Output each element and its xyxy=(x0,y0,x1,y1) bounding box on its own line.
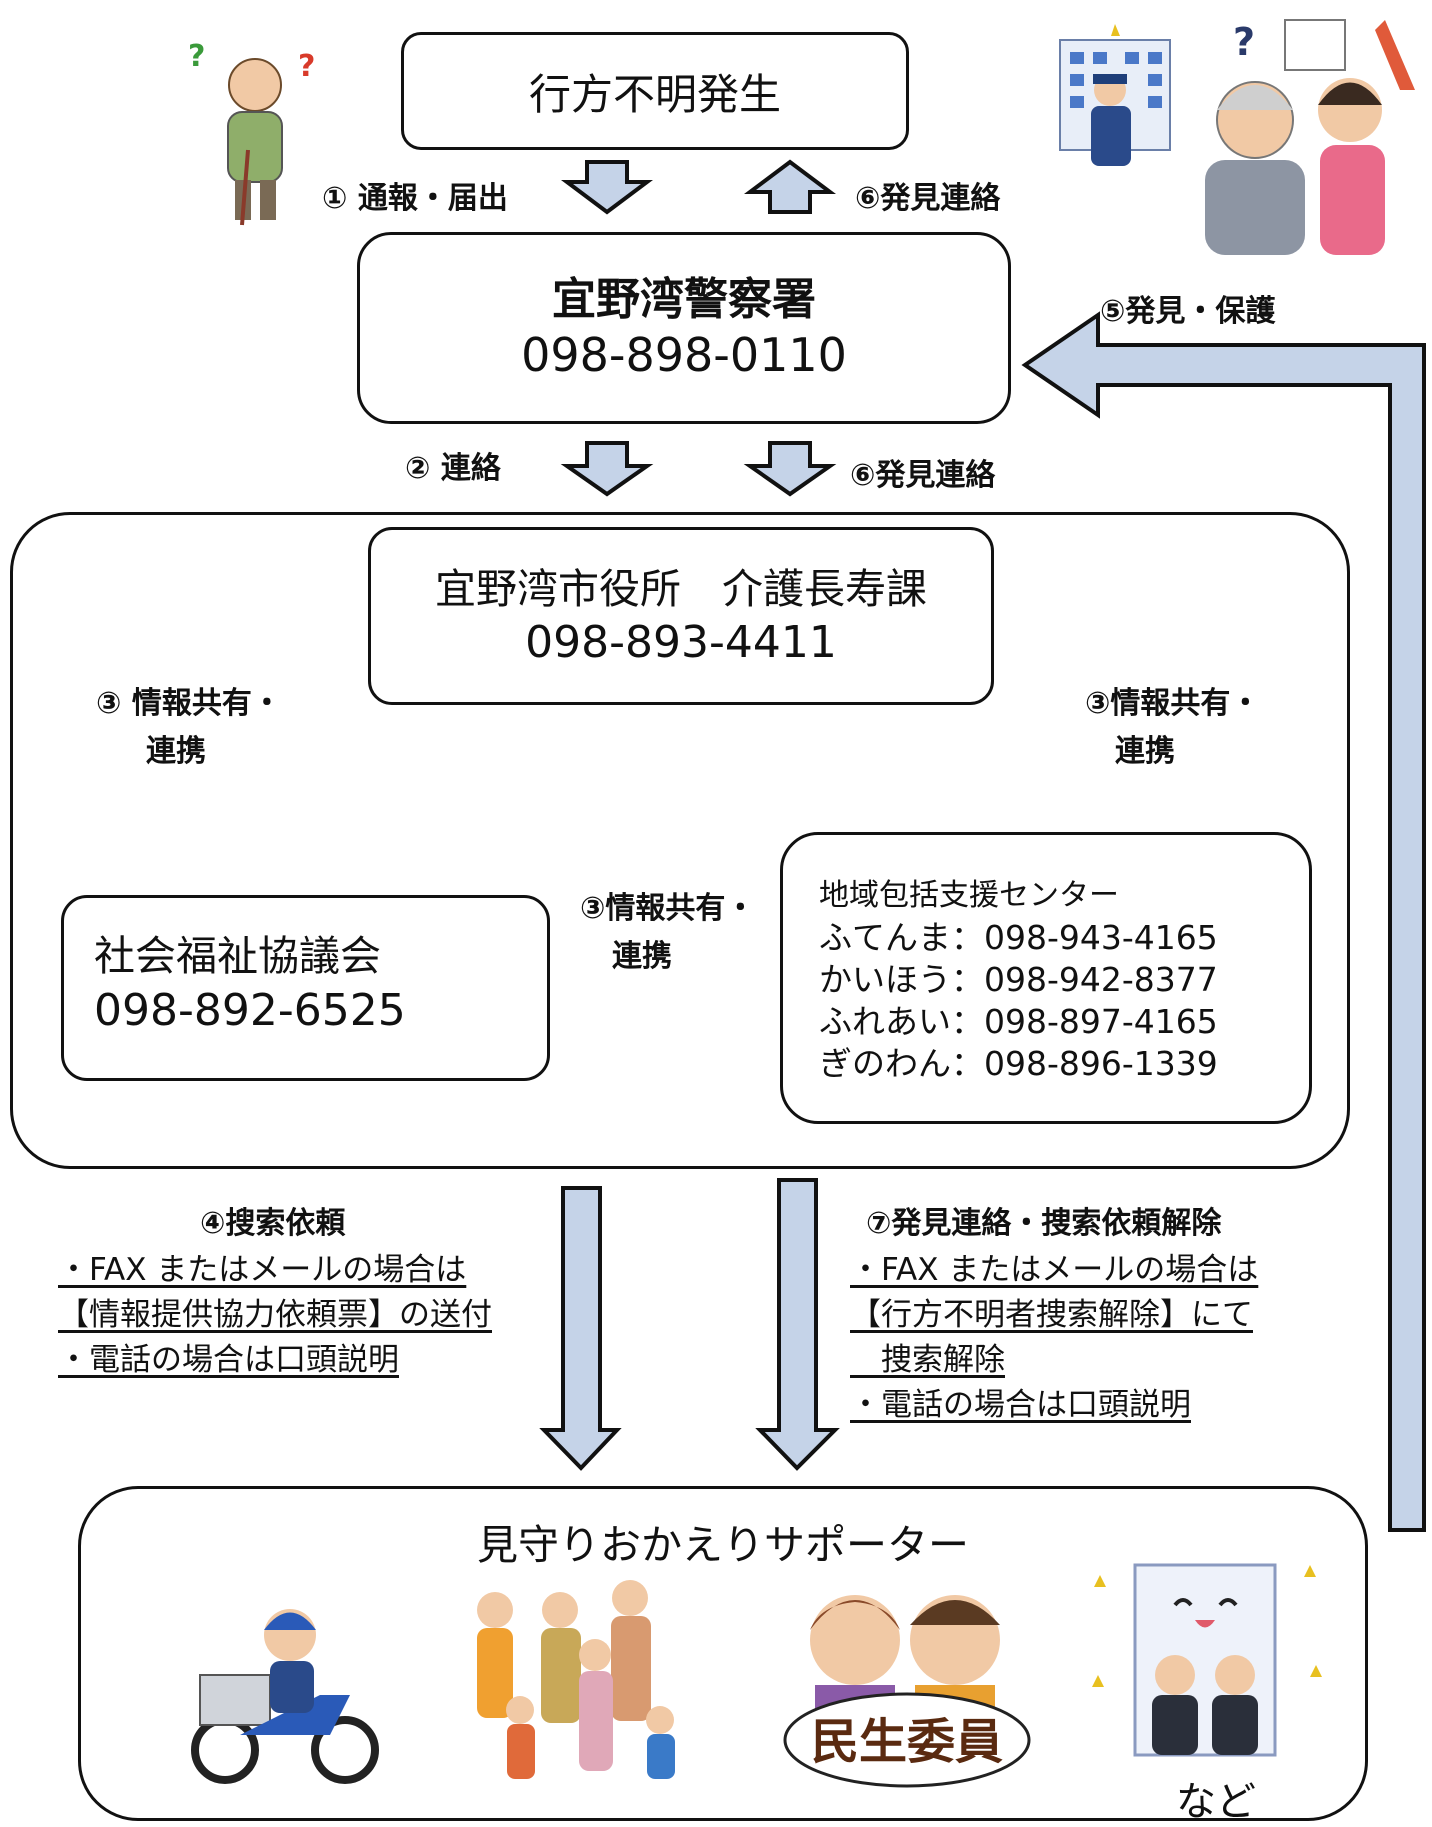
label-step3-right: ③情報共有・ 連携 xyxy=(1085,686,1261,769)
svg-text:?: ? xyxy=(298,49,315,84)
label-step1: ① 通報・届出 xyxy=(322,181,508,216)
elderly-caregiver-icon: ? xyxy=(1205,19,1415,255)
city-office-box: 宜野湾市役所 介護長寿課 098-893-4411 xyxy=(368,527,994,705)
support-center-line: ふれあい：098-897-4165 xyxy=(819,1002,1218,1041)
police-phone: 098-898-0110 xyxy=(521,328,847,382)
arrow-search-cancel xyxy=(755,1178,840,1471)
notes-search-cancel: ・FAX またはメールの場合は 【行方不明者捜索解除】にて 捜索解除 ・電話の場… xyxy=(850,1252,1259,1423)
arrow-found-down xyxy=(743,441,837,497)
label-step2: ② 連絡 xyxy=(405,451,501,486)
welfare-council-phone: 098-892-6525 xyxy=(94,985,406,1036)
welfare-council-box: 社会福祉協議会 098-892-6525 xyxy=(61,895,550,1081)
label-step3-left: ③ 情報共有・ 連携 xyxy=(96,686,282,769)
label-step6-up: ⑥発見連絡 xyxy=(855,181,1001,216)
svg-text:?: ? xyxy=(1233,20,1255,64)
arrow-search-request xyxy=(539,1186,622,1471)
supporters-etc: など xyxy=(1176,1779,1256,1825)
label-step7: ⑦発見連絡・捜索依頼解除 xyxy=(866,1206,1222,1241)
police-name: 宜野湾警察署 xyxy=(552,274,816,325)
support-center-box: 地域包括支援センター ふてんま：098-943-4165 かいほう：098-94… xyxy=(780,832,1312,1124)
business-people-icon xyxy=(1092,1563,1322,1757)
family-icon xyxy=(477,1580,675,1779)
svg-text:?: ? xyxy=(188,39,205,74)
delivery-bike-icon xyxy=(191,1609,379,1784)
city-office-phone: 098-893-4411 xyxy=(525,617,837,668)
label-step3-mid: ③情報共有・ 連携 xyxy=(580,891,756,974)
support-center-line: かいほう：098-942-8377 xyxy=(819,960,1218,999)
label-step6-down: ⑥発見連絡 xyxy=(850,458,996,493)
support-center-title: 地域包括支援センター xyxy=(819,878,1119,913)
supporters-title: 見守りおかえりサポーター xyxy=(477,1521,969,1569)
arrow-found-up xyxy=(744,159,836,214)
elderly-confused-icon: ? ? xyxy=(188,39,315,226)
notes-search-request: ・FAX またはメールの場合は 【情報提供協力依頼票】の送付 ・電話の場合は口頭… xyxy=(58,1252,492,1378)
label-step5: ⑤発見・保護 xyxy=(1100,294,1276,329)
arrow-contact-down xyxy=(560,441,654,497)
support-center-line: ぎのわん：098-896-1339 xyxy=(819,1044,1218,1083)
minsei-label: 民生委員 xyxy=(811,1714,1003,1770)
police-icon xyxy=(1059,24,1171,166)
welfare-commissioner-icon: 民生委員 xyxy=(783,1595,1031,1788)
missing-person-box: 行方不明発生 xyxy=(401,32,909,150)
label-step4: ④搜索依頼 xyxy=(200,1206,346,1241)
missing-title: 行方不明発生 xyxy=(528,69,781,119)
arrow-found-protect xyxy=(1021,311,1426,1532)
support-center-line: ふてんま：098-943-4165 xyxy=(819,918,1218,957)
arrow-report-down xyxy=(561,160,653,215)
city-office-name: 宜野湾市役所 介護長寿課 xyxy=(435,565,927,613)
police-box: 宜野湾警察署 098-898-0110 xyxy=(357,232,1011,424)
welfare-council-name: 社会福祉協議会 xyxy=(94,932,381,980)
